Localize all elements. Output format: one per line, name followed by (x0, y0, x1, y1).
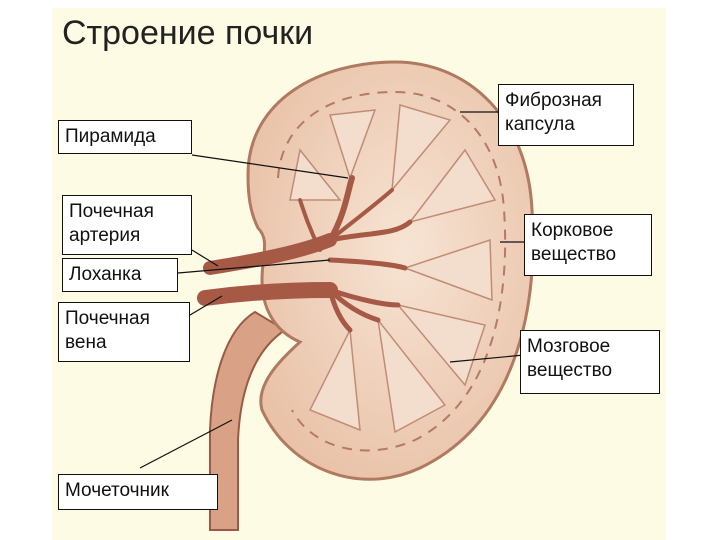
label-pelvis: Лоханка (62, 258, 178, 292)
leader-lines (139, 111, 525, 469)
label-medulla: Мозговое вещество (520, 330, 660, 394)
label-pyramid: Пирамида (58, 120, 192, 154)
label-ureter: Мочеточник (58, 474, 218, 510)
renal-vessels (197, 175, 413, 333)
page-title: Строение почки (62, 14, 314, 52)
label-renal-vein: Почечная вена (58, 302, 190, 362)
label-fibrous-capsule: Фиброзная капсула (498, 84, 634, 146)
pyramids (289, 104, 497, 434)
label-cortex: Корковое вещество (524, 214, 652, 276)
ureter-tube (209, 310, 287, 531)
cortex-boundary (277, 90, 507, 452)
label-renal-artery: Почечная артерия (62, 195, 192, 255)
